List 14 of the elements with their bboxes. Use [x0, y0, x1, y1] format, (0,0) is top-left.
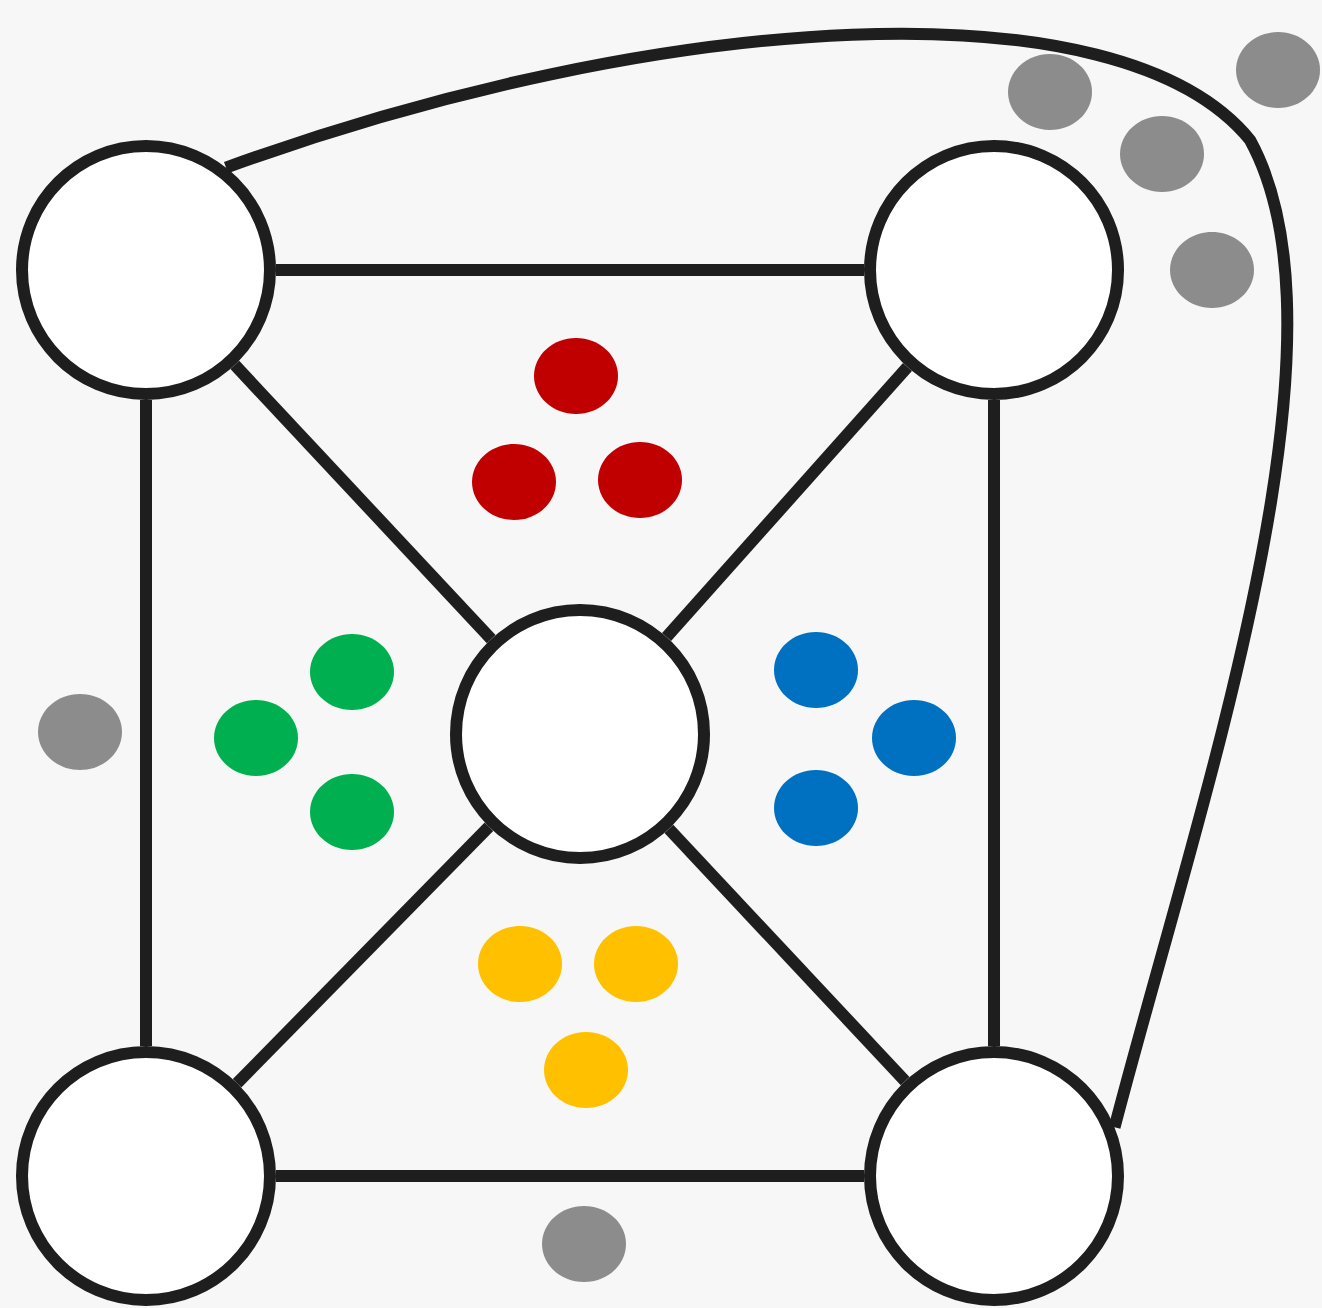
connector-line	[140, 400, 152, 1046]
circle-node	[864, 140, 1124, 400]
connector-line	[664, 824, 910, 1086]
circle-node	[450, 604, 710, 864]
connector-line	[988, 400, 1000, 1046]
connector-line	[224, 28, 1293, 1129]
connector-line	[276, 264, 864, 276]
circle-node	[16, 1046, 276, 1306]
connector-line	[662, 363, 912, 641]
connector-line	[232, 822, 494, 1088]
connector-line	[230, 360, 496, 644]
circle-node	[16, 140, 276, 400]
connector-line	[276, 1170, 864, 1182]
circle-node	[864, 1046, 1124, 1306]
